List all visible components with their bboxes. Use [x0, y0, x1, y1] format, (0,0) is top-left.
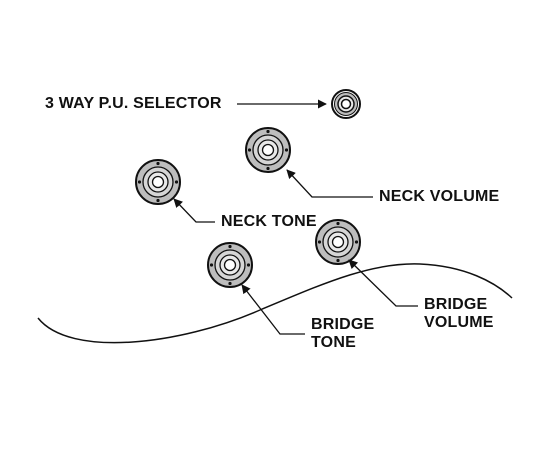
neck-volume-leader-arrow [286, 169, 373, 198]
neck-volume-knob-icon [245, 127, 291, 173]
bridge-volume-label: BRIDGE VOLUME [424, 296, 494, 332]
neck-tone-leader-arrow [173, 198, 215, 223]
bridge-tone-label: BRIDGE TONE [311, 316, 374, 352]
guitar-body-outline [37, 263, 513, 344]
selector-switch-icon [331, 89, 361, 119]
bridge-tone-leader-arrow [241, 284, 305, 335]
bridge-volume-leader-arrow [348, 259, 418, 307]
neck-tone-knob-icon [135, 159, 181, 205]
neck-volume-label: NECK VOLUME [379, 188, 500, 205]
bridge-volume-label-line2: VOLUME [424, 314, 494, 331]
bridge-tone-label-line1: BRIDGE [311, 316, 375, 333]
bridge-tone-label-line2: TONE [311, 334, 356, 351]
neck-tone-label: NECK TONE [221, 213, 317, 230]
bridge-volume-label-line1: BRIDGE [424, 296, 488, 313]
bridge-volume-knob-icon [315, 219, 361, 265]
bridge-tone-knob-icon [207, 242, 253, 288]
selector-label: 3 WAY P.U. SELECTOR [45, 95, 222, 112]
